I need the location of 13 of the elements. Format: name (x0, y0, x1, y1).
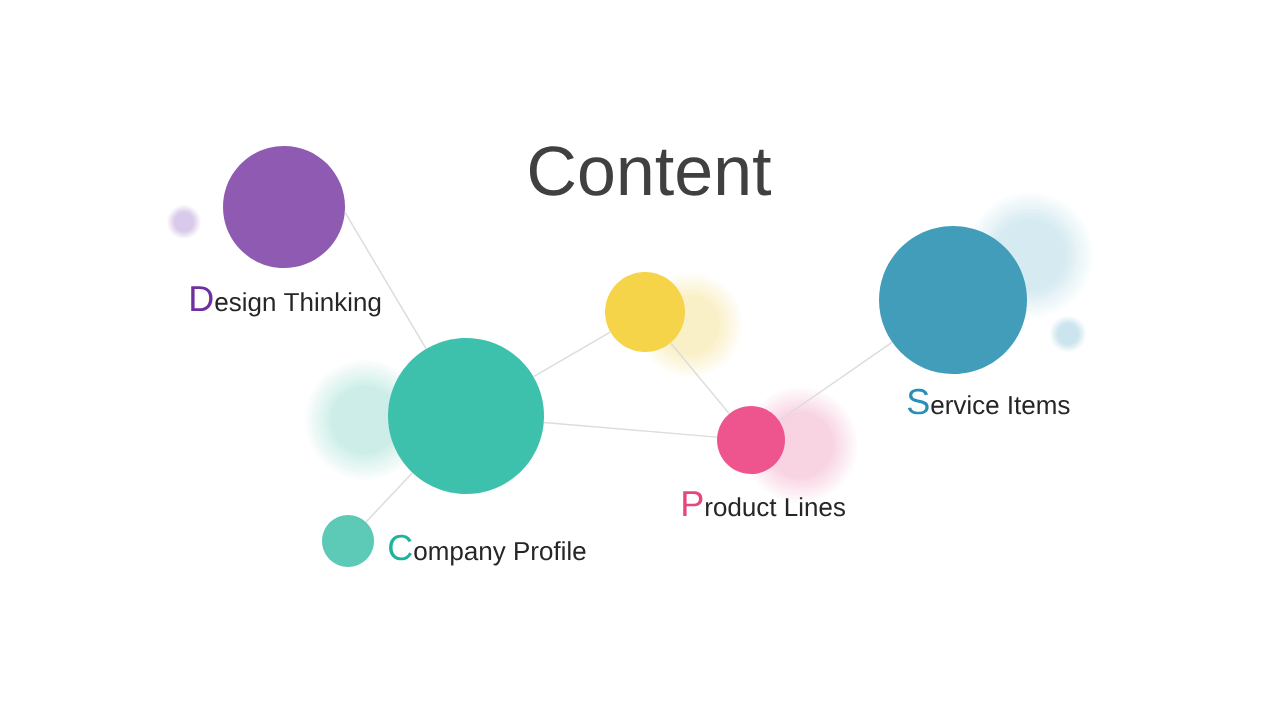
title: Content (530, 146, 771, 196)
topic-label: Company Profile (389, 534, 586, 566)
topic-label: Product Lines (683, 491, 845, 517)
topic-label: Service Items (907, 388, 1070, 415)
connector-line (532, 331, 611, 378)
topic-label: Design Thinking (191, 286, 381, 317)
connector-line (365, 472, 413, 523)
connector-line (669, 342, 730, 415)
circle-node (388, 338, 544, 494)
connector-line (543, 421, 718, 438)
circle-node (605, 272, 685, 352)
connector-line (344, 211, 427, 350)
connector-line (778, 341, 893, 422)
